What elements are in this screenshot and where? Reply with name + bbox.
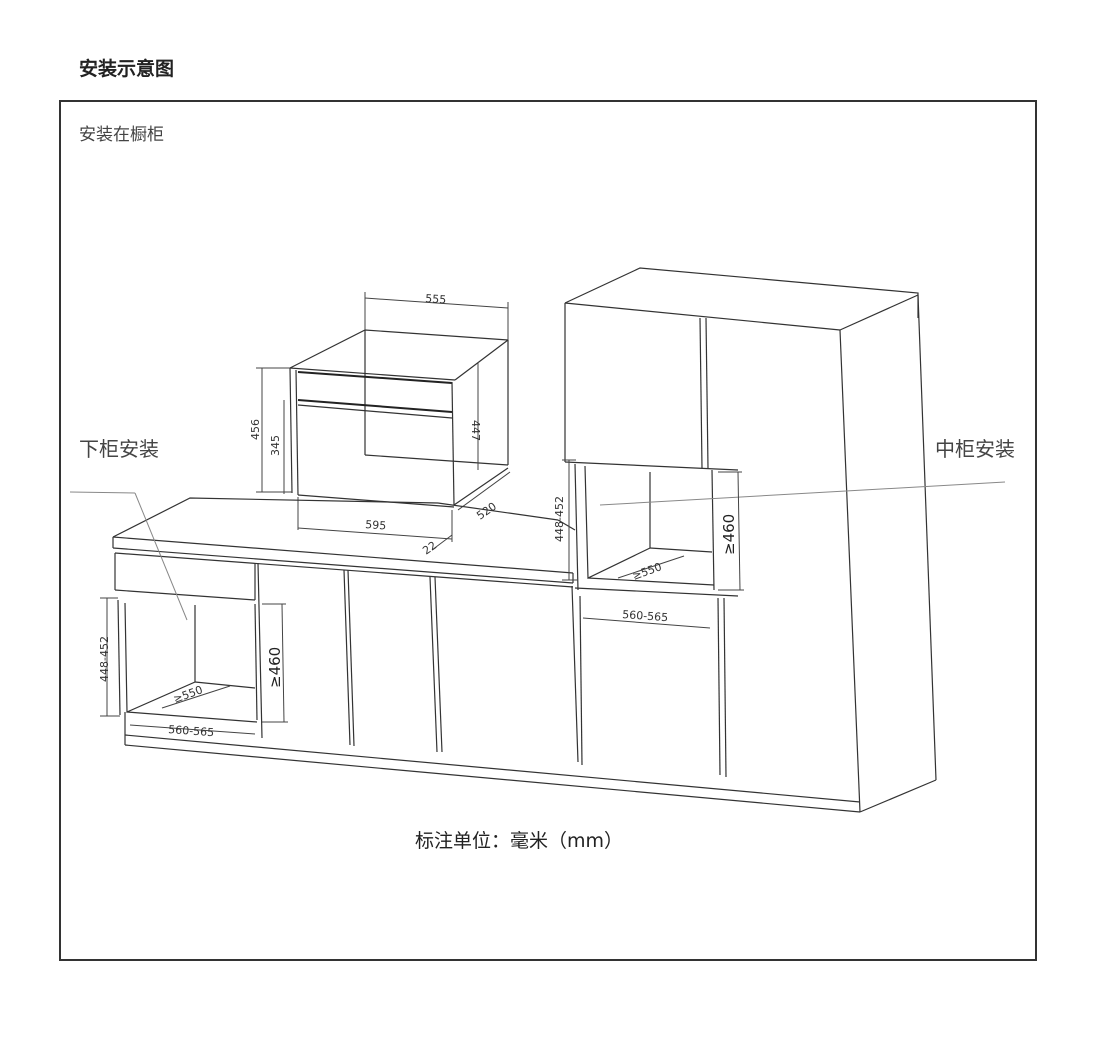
oven-front-width-label: 595 (365, 518, 387, 532)
lower-cabinets (114, 552, 861, 813)
diagram-frame (59, 100, 1037, 961)
oven-dimension-lines (256, 292, 511, 551)
oven-height-label: 456 (249, 419, 262, 440)
middle-cabinet-niche (574, 463, 1006, 591)
lower-min-height-label: ≥460 (266, 647, 284, 688)
lower-cabinet-label: 下柜安装 (79, 437, 159, 461)
lower-width-label: 560-565 (168, 723, 215, 739)
tall-cabinet (564, 267, 937, 813)
middle-min-height-label: ≥460 (720, 514, 738, 555)
lower-cabinet-niche (69, 491, 258, 723)
lower-min-depth-label: ≥550 (172, 683, 205, 706)
middle-cabinet-label: 中柜安装 (935, 437, 1015, 461)
middle-width-label: 560-565 (622, 608, 669, 624)
countertop (112, 497, 576, 584)
middle-opening-height-label: 448-452 (553, 496, 566, 542)
page-title: 安装示意图 (79, 58, 175, 80)
unit-note: 标注单位：毫米（mm） (415, 830, 624, 852)
oven-depth-label: 520 (474, 500, 499, 523)
oven-door-height-label: 345 (269, 435, 282, 456)
middle-min-depth-label: ≥550 (631, 560, 664, 583)
diagram-subtitle: 安装在橱柜 (79, 125, 164, 145)
lower-opening-height-label: 448-452 (98, 636, 111, 682)
oven-door-offset-label: 22 (420, 539, 439, 558)
oven (289, 329, 509, 508)
niche-dimension-lines (100, 459, 744, 735)
oven-top-width-label: 555 (425, 292, 447, 306)
oven-side-depth-label: 447 (469, 420, 482, 441)
